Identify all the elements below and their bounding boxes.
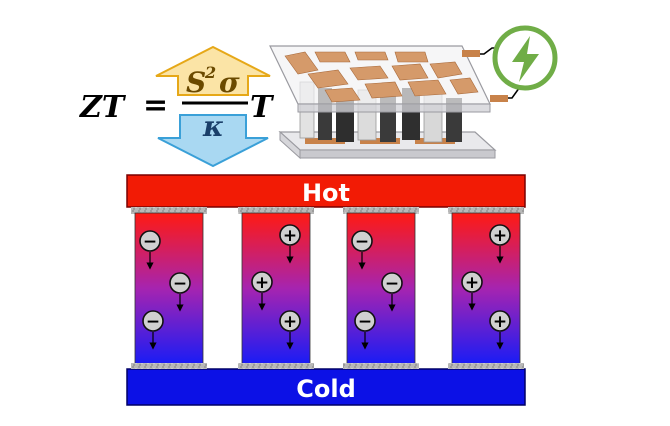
top-contact [238, 207, 314, 214]
carrier-sign: − [385, 274, 399, 294]
carrier-sign: − [143, 232, 157, 252]
carrier-sign: + [283, 226, 297, 246]
leg-p-type: + + + [238, 207, 314, 369]
carrier-sign: − [358, 312, 372, 332]
zt-formula: ZT = S 2 σ κ T [79, 45, 275, 168]
hot-plate: Hot [126, 174, 526, 208]
top-contact [131, 207, 207, 214]
bottom-contact [448, 363, 524, 369]
formula-numerator-base: S [186, 66, 206, 99]
thermoelectric-module-illustration [269, 25, 558, 160]
formula-multiplier: T [250, 90, 275, 125]
down-arrow-icon [157, 114, 269, 168]
lightning-bolt-icon [492, 25, 558, 91]
bottom-contact [131, 363, 207, 369]
top-contact [343, 207, 419, 214]
hole-carrier: + [251, 271, 273, 311]
hole-carrier: + [279, 224, 301, 264]
leg-n-type: −−− [131, 207, 207, 369]
up-arrow-icon [155, 45, 271, 96]
formula-equals: = [143, 88, 168, 123]
electron-carrier: − [142, 310, 164, 350]
module-copper-tabs [284, 51, 479, 103]
electron-carrier: − [139, 230, 161, 270]
hole-carrier: + [489, 310, 511, 350]
cold-plate: Cold [126, 368, 526, 406]
bottom-contact [343, 363, 419, 369]
carrier-sign: + [465, 273, 479, 293]
carrier-sign: − [146, 312, 160, 332]
carrier-sign: + [493, 226, 507, 246]
hole-carrier: + [279, 310, 301, 350]
formula-lhs: ZT [79, 90, 127, 125]
formula-numerator-sigma: σ [219, 66, 240, 99]
hole-carrier: + [489, 224, 511, 264]
bottom-contact [238, 363, 314, 369]
electron-carrier: − [169, 272, 191, 312]
carrier-sign: − [173, 274, 187, 294]
hole-carrier: + [461, 271, 483, 311]
formula-denominator: κ [202, 110, 224, 143]
carrier-sign: − [355, 232, 369, 252]
leg-p-type: + + + [448, 207, 524, 369]
leg-n-type: −−− [343, 207, 419, 369]
carrier-sign: + [283, 312, 297, 332]
formula-numerator-exponent: 2 [204, 63, 216, 82]
electron-carrier: − [354, 310, 376, 350]
electron-carrier: − [381, 272, 403, 312]
cold-label: Cold [296, 375, 356, 403]
carrier-sign: + [493, 312, 507, 332]
thermoelectric-legs: −−−+++−−−+++ [131, 207, 524, 369]
top-contact [448, 207, 524, 214]
carrier-sign: + [255, 273, 269, 293]
hot-label: Hot [302, 179, 350, 207]
electron-carrier: − [351, 230, 373, 270]
